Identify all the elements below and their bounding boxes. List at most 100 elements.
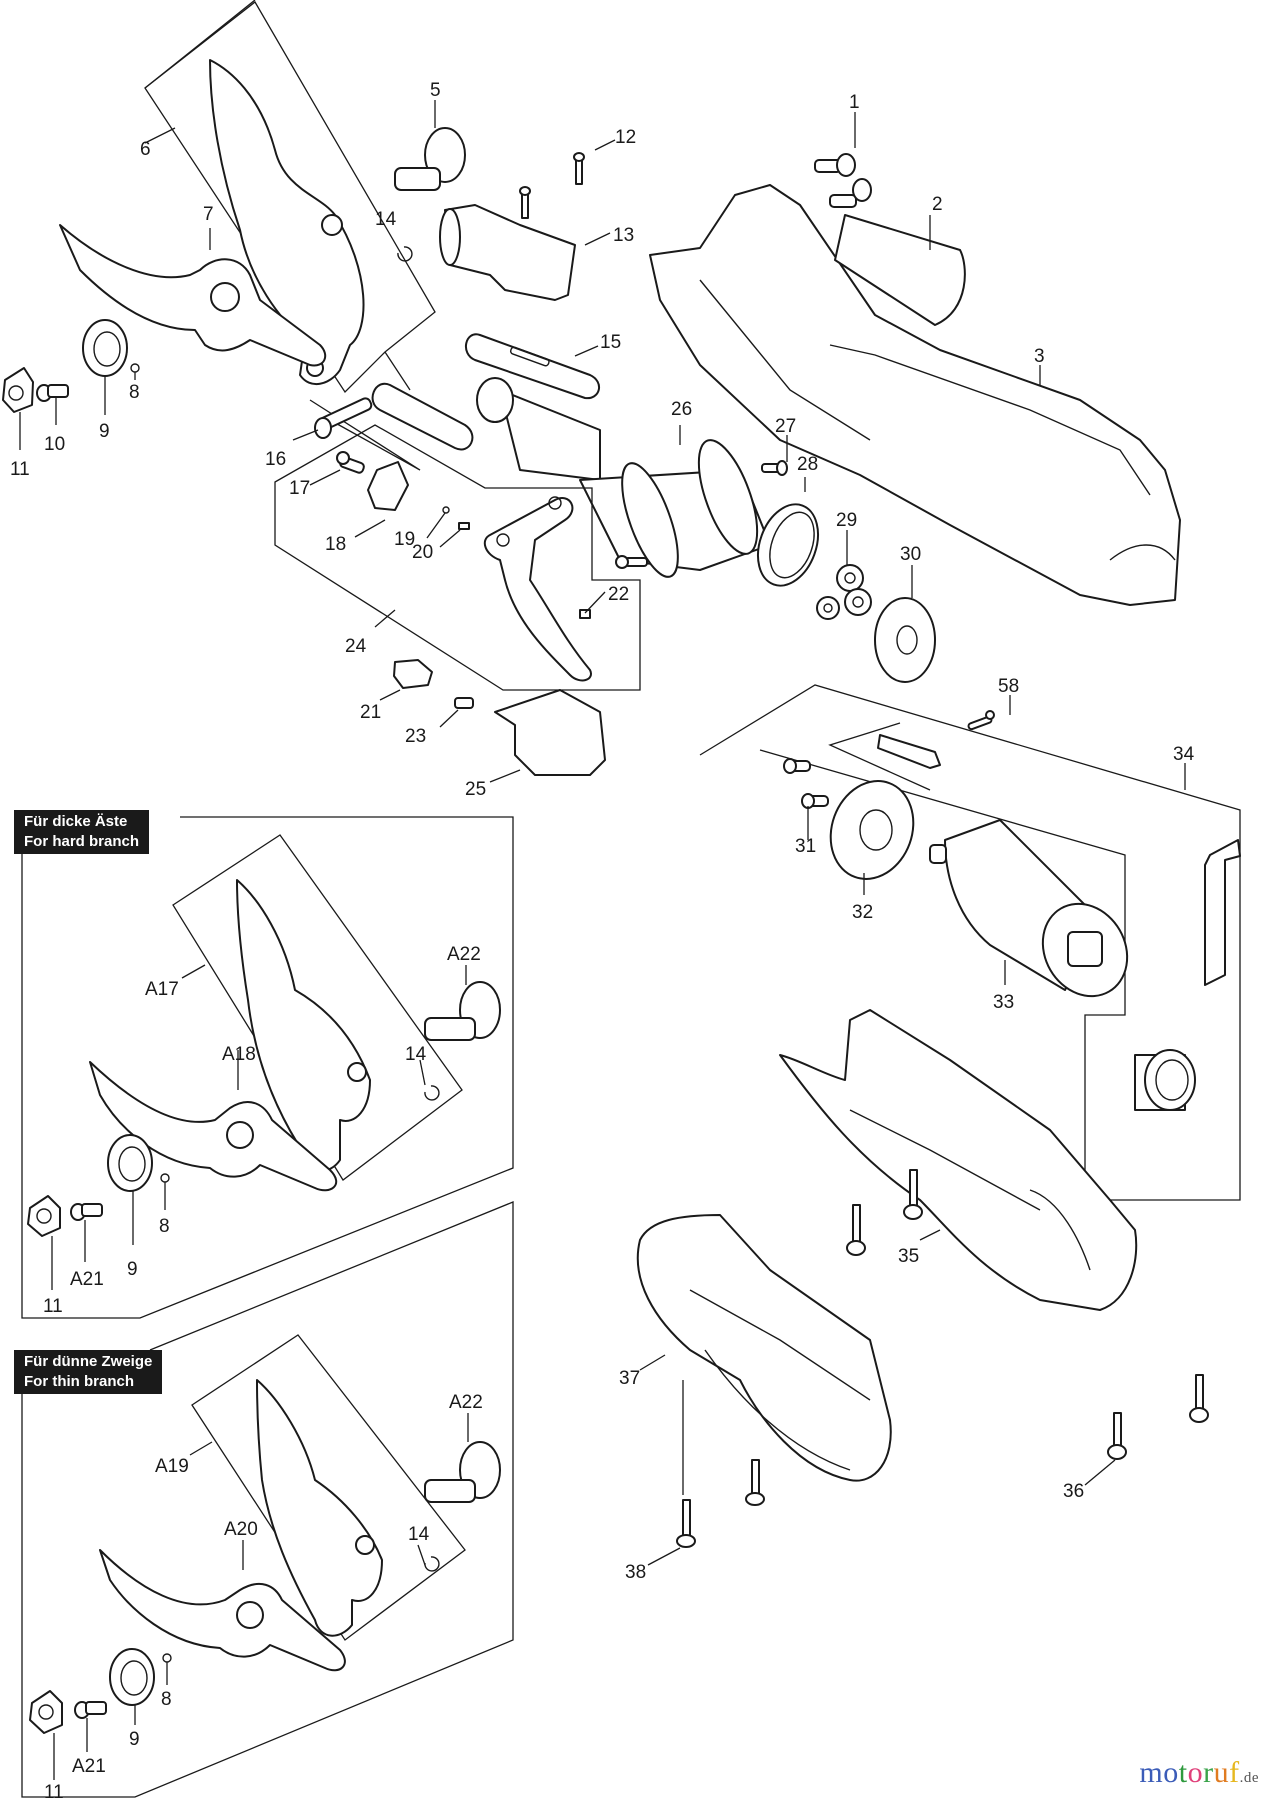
label-part-14: 14 <box>375 209 397 230</box>
screw-27 <box>761 460 788 476</box>
label-part-32: 32 <box>852 902 873 923</box>
label-thin-a21: A21 <box>72 1756 106 1777</box>
blade-hole <box>347 1062 367 1082</box>
label-part-18: 18 <box>325 534 346 555</box>
screw-a21 <box>74 1701 107 1719</box>
label-part-33: 33 <box>993 992 1014 1013</box>
washer-30 <box>874 597 936 683</box>
blade-set-hard <box>27 834 501 1237</box>
label-plate-2 <box>834 214 966 326</box>
label-part-30: 30 <box>900 544 921 565</box>
blade-assembly-main <box>2 0 936 776</box>
bracket-32 <box>829 780 915 880</box>
housing-halves <box>636 1009 1209 1548</box>
watermark-suffix: .de <box>1239 1770 1259 1786</box>
screw-10 <box>36 384 69 402</box>
nut-11 <box>29 1690 63 1734</box>
ball-19 <box>442 506 450 514</box>
label-part-25: 25 <box>465 779 486 800</box>
lower-blade-a20 <box>99 1549 346 1672</box>
screw-12 <box>573 152 585 185</box>
section-tag-hard-de: Für dicke Äste <box>24 813 128 830</box>
housing-cover <box>649 184 1181 606</box>
watermark-letter: u <box>1213 1756 1230 1789</box>
label-part-17: 17 <box>289 478 310 499</box>
part-labels: 5 6 7 12 14 13 15 8 9 10 11 1 2 3 26 27 … <box>10 80 1195 1800</box>
label-part-28: 28 <box>797 454 818 475</box>
spring-20 <box>458 522 470 530</box>
watermark-letter: o <box>1163 1756 1179 1789</box>
label-part-3: 3 <box>1034 346 1045 367</box>
pin-16 <box>314 397 373 439</box>
screw-13a <box>519 186 531 219</box>
section-frame-thin <box>21 1201 514 1798</box>
washer-9 <box>82 319 128 377</box>
blade-hole <box>355 1535 375 1555</box>
motor-group <box>699 684 1241 1201</box>
label-hard-a18: A18 <box>222 1044 256 1065</box>
washer-9 <box>109 1648 155 1706</box>
contact-plate <box>877 734 941 769</box>
label-part-21: 21 <box>360 702 381 723</box>
label-part-20: 20 <box>412 542 433 563</box>
nut-11-bore <box>36 1208 52 1224</box>
section-tag-thin-de: Für dünne Zweige <box>24 1353 153 1370</box>
trigger-hole <box>496 533 510 547</box>
group-frame-24 <box>274 424 641 691</box>
link-15 <box>465 333 600 400</box>
nut-11-bore <box>8 385 24 401</box>
label-hard-8: 8 <box>159 1216 170 1237</box>
pivot-bolt-a22 <box>424 1441 501 1503</box>
lower-blade-hole <box>236 1601 264 1629</box>
pivot-bolt-5 <box>394 127 466 191</box>
upper-blade-a19 <box>256 1379 383 1637</box>
watermark-letter: f <box>1229 1756 1240 1789</box>
e-ring-14 <box>424 1556 440 1572</box>
label-part-22: 22 <box>608 584 629 605</box>
label-part-37: 37 <box>619 1368 640 1389</box>
label-part-1: 1 <box>849 92 860 113</box>
lower-blade-a18 <box>89 1061 338 1192</box>
pivot-bolt-a22 <box>424 981 501 1041</box>
section-tag-thin-en: For thin branch <box>24 1373 134 1390</box>
housing-contours <box>699 279 1151 496</box>
watermark-logo: motoruf.de <box>1139 1756 1259 1790</box>
label-part-16: 16 <box>265 449 286 470</box>
label-part-23: 23 <box>405 726 426 747</box>
screw-1a <box>814 153 856 177</box>
housing-right-35 <box>779 1009 1138 1311</box>
label-part-29: 29 <box>836 510 857 531</box>
upper-blade-a17 <box>236 879 371 1172</box>
watermark-text: motoruf <box>1139 1756 1239 1789</box>
watermark-letter: t <box>1178 1756 1188 1789</box>
screw-a21 <box>70 1203 103 1221</box>
blade-hole <box>321 214 343 236</box>
trigger-hole-upper <box>548 496 562 510</box>
screw-1b <box>829 178 872 208</box>
o-ring-8 <box>160 1173 170 1183</box>
housing-left-contours <box>689 1289 871 1471</box>
screw-38 <box>676 1459 765 1548</box>
screw-36 <box>846 1169 1209 1460</box>
nut-11-bore <box>38 1704 54 1720</box>
label-thin-a22: A22 <box>449 1392 483 1413</box>
lower-blade <box>59 224 327 367</box>
cylinder-holder-13 <box>439 204 576 301</box>
label-part-26: 26 <box>671 399 692 420</box>
label-hard-14: 14 <box>405 1044 427 1065</box>
ring-gear-28 <box>757 503 819 587</box>
screw-17 <box>336 451 365 474</box>
screw-31a <box>783 758 811 774</box>
screw-26b <box>615 555 648 569</box>
group-frame-34 <box>699 684 1241 1201</box>
link-lower <box>371 382 474 451</box>
section-tag-hard-en: For hard branch <box>24 833 140 850</box>
upper-blade <box>209 59 365 385</box>
spring-23 <box>454 697 474 709</box>
lower-blade-hole <box>226 1121 254 1149</box>
label-part-24: 24 <box>345 636 367 657</box>
label-part-9: 9 <box>99 421 110 442</box>
label-part-6: 6 <box>140 139 151 160</box>
label-part-10: 10 <box>44 434 65 455</box>
label-part-11: 11 <box>10 459 30 480</box>
